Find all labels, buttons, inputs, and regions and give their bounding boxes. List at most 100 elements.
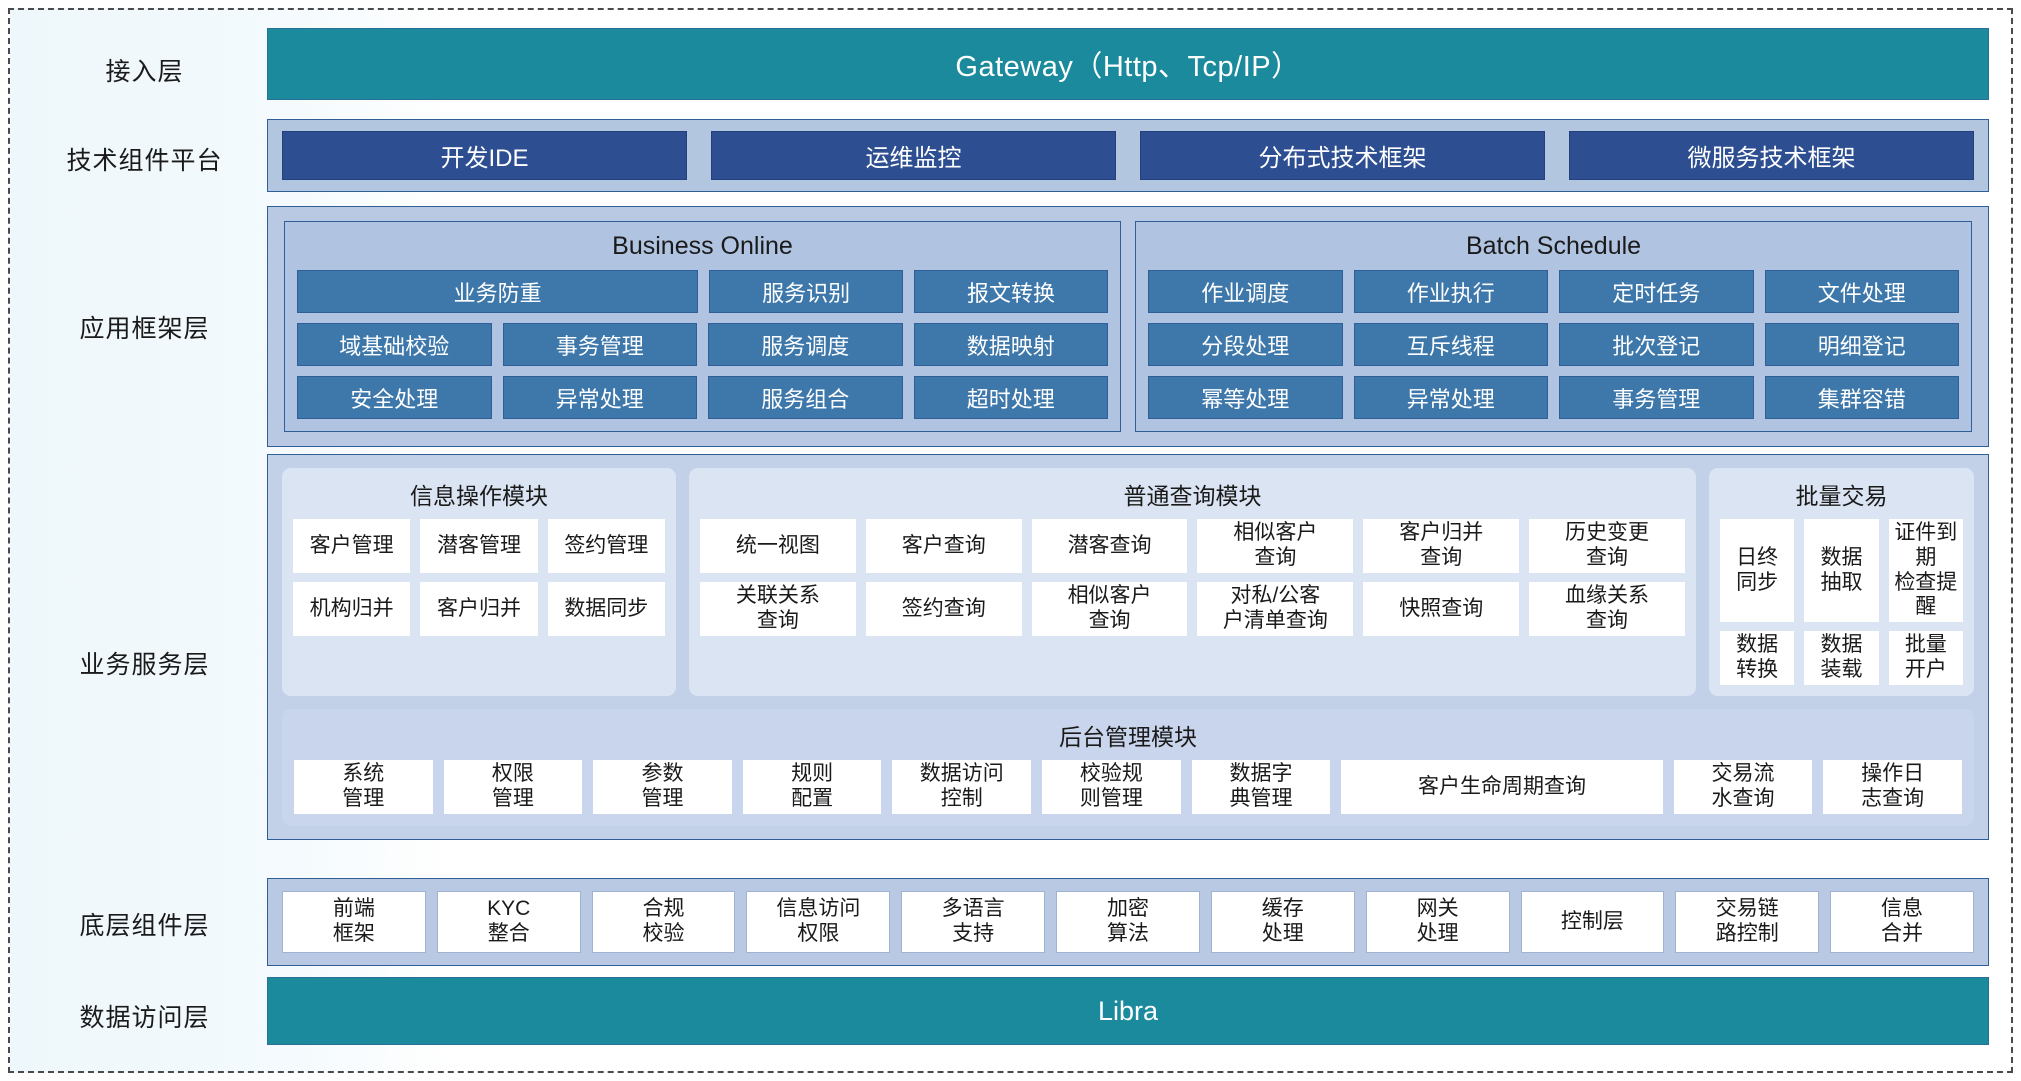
service-cell[interactable]: 批量 开户 <box>1888 631 1963 686</box>
base-component-cell[interactable]: 加密 算法 <box>1056 891 1200 953</box>
libra-bar[interactable]: Libra <box>267 977 1989 1045</box>
app-framework-cell[interactable]: 明细登记 <box>1764 323 1959 366</box>
base-component-cell[interactable]: KYC 整合 <box>436 891 581 953</box>
app-framework-cell[interactable]: 事务管理 <box>502 323 697 366</box>
service-cell[interactable]: 数据 抽取 <box>1804 519 1879 623</box>
admin-cell[interactable]: 权限 管理 <box>443 760 583 815</box>
layer-body-access: Gateway（Http、Tcp/IP） <box>267 28 1989 112</box>
app-framework-row: 作业调度作业执行定时任务文件处理 <box>1148 270 1959 313</box>
app-framework-cell[interactable]: 定时任务 <box>1559 270 1754 313</box>
app-framework-cell[interactable]: 超时处理 <box>913 376 1108 419</box>
service-cell[interactable]: 关联关系 查询 <box>700 582 856 636</box>
base-component-cell[interactable]: 前端 框架 <box>282 891 426 953</box>
admin-cell[interactable]: 交易流 水查询 <box>1673 760 1813 815</box>
base-component-cell[interactable]: 合规 校验 <box>591 891 736 953</box>
service-cell[interactable]: 数据 转换 <box>1720 631 1795 686</box>
admin-cell[interactable]: 参数 管理 <box>593 760 732 815</box>
service-cell[interactable]: 相似客户 查询 <box>1197 519 1354 573</box>
app-framework-cell[interactable]: 文件处理 <box>1764 270 1959 313</box>
app-framework-row: 业务防重服务识别报文转换 <box>297 270 1108 313</box>
app-framework-row: 幂等处理异常处理事务管理集群容错 <box>1148 376 1959 419</box>
admin-cell[interactable]: 系统 管理 <box>294 760 433 815</box>
app-framework-cell[interactable]: 异常处理 <box>1353 376 1548 419</box>
admin-cell[interactable]: 客户生命周期查询 <box>1341 760 1663 815</box>
service-cell[interactable]: 证件到期 检查提醒 <box>1888 519 1963 623</box>
gateway-bar[interactable]: Gateway（Http、Tcp/IP） <box>267 28 1989 100</box>
service-cell[interactable]: 客户归并 查询 <box>1363 519 1520 573</box>
base-component-cell[interactable]: 控制层 <box>1520 891 1665 953</box>
admin-module-title: 后台管理模块 <box>1059 724 1197 751</box>
service-cell[interactable]: 客户管理 <box>293 519 411 573</box>
layer-label-data-access: 数据访问层 <box>79 1004 210 1032</box>
service-cell[interactable]: 签约查询 <box>865 582 1022 636</box>
base-component-cell[interactable]: 信息 合并 <box>1830 891 1974 953</box>
service-cell[interactable]: 快照查询 <box>1363 582 1520 636</box>
admin-cell[interactable]: 数据字 典管理 <box>1191 760 1331 815</box>
app-framework-cell[interactable]: 集群容错 <box>1764 376 1959 419</box>
service-group-row: 统一视图客户查询潜客查询相似客户 查询客户归并 查询历史变更 查询 <box>700 519 1685 573</box>
service-cell[interactable]: 日终 同步 <box>1720 519 1795 623</box>
app-framework-cell[interactable]: 业务防重 <box>297 270 699 313</box>
app-framework-cell[interactable]: 域基础校验 <box>297 323 492 366</box>
app-framework-cell[interactable]: 批次登记 <box>1559 323 1754 366</box>
app-framework-cell[interactable]: 事务管理 <box>1559 376 1754 419</box>
layer-body-business-service: 信息操作模块客户管理潜客管理签约管理机构归并客户归并数据同步 普通查询模块统一视图… <box>267 454 1989 871</box>
app-framework-cell[interactable]: 分段处理 <box>1148 323 1343 366</box>
app-framework-cell[interactable]: 服务组合 <box>708 376 903 419</box>
service-cell[interactable]: 对私/公客 户清单查询 <box>1197 582 1354 636</box>
service-group-title-0: 信息操作模块 <box>410 483 548 509</box>
app-framework-cell[interactable]: 异常处理 <box>502 376 697 419</box>
admin-cell[interactable]: 规则 配置 <box>742 760 882 815</box>
service-cell[interactable]: 潜客查询 <box>1031 519 1188 573</box>
admin-cell[interactable]: 操作日 志查询 <box>1823 760 1962 815</box>
service-group-row: 关联关系 查询签约查询相似客户 查询对私/公客 户清单查询快照查询血缘关系 查询 <box>700 582 1685 636</box>
app-framework-rows-0: 业务防重服务识别报文转换域基础校验事务管理服务调度数据映射安全处理异常处理服务组… <box>297 270 1108 419</box>
service-group-row: 数据 转换数据 装载批量 开户 <box>1720 631 1963 686</box>
app-framework-cell[interactable]: 安全处理 <box>297 376 492 419</box>
service-cell[interactable]: 客户查询 <box>865 519 1022 573</box>
admin-cell[interactable]: 数据访问 控制 <box>892 760 1032 815</box>
service-cell[interactable]: 统一视图 <box>700 519 856 573</box>
app-framework-cell[interactable]: 服务识别 <box>709 270 904 313</box>
layer-access: 接入层 Gateway（Http、Tcp/IP） <box>22 28 1989 112</box>
service-cell[interactable]: 客户归并 <box>420 582 538 636</box>
app-framework-cell[interactable]: 报文转换 <box>914 270 1108 313</box>
service-cell[interactable]: 数据同步 <box>547 582 665 636</box>
tech-chip-2[interactable]: 分布式技术框架 <box>1140 131 1545 180</box>
service-group-row: 日终 同步数据 抽取证件到期 检查提醒 <box>1720 519 1963 623</box>
layer-label-app-framework: 应用框架层 <box>79 314 210 343</box>
business-service-panel: 信息操作模块客户管理潜客管理签约管理机构归并客户归并数据同步 普通查询模块统一视图… <box>267 454 1989 841</box>
admin-cell[interactable]: 校验规 则管理 <box>1042 760 1181 815</box>
app-framework-rows-1: 作业调度作业执行定时任务文件处理分段处理互斥线程批次登记明细登记幂等处理异常处理… <box>1148 270 1959 419</box>
layer-label-access: 接入层 <box>105 58 184 86</box>
app-framework-cell[interactable]: 作业调度 <box>1148 270 1343 313</box>
app-framework-cell[interactable]: 服务调度 <box>708 323 903 366</box>
tech-chip-3[interactable]: 微服务技术框架 <box>1569 131 1974 180</box>
app-framework-cell[interactable]: 数据映射 <box>913 323 1108 366</box>
base-component-cell[interactable]: 多语言 支持 <box>901 891 1046 953</box>
service-cell[interactable]: 血缘关系 查询 <box>1529 582 1685 636</box>
tech-chip-0[interactable]: 开发IDE <box>282 131 687 180</box>
layer-label-base-components: 底层组件层 <box>79 912 210 940</box>
service-group-row: 机构归并客户归并数据同步 <box>293 582 665 636</box>
app-framework-cell[interactable]: 互斥线程 <box>1353 323 1548 366</box>
app-framework-cell[interactable]: 幂等处理 <box>1148 376 1343 419</box>
service-cell[interactable]: 相似客户 查询 <box>1031 582 1188 636</box>
app-framework-cell[interactable]: 作业执行 <box>1353 270 1548 313</box>
base-component-cell[interactable]: 网关 处理 <box>1365 891 1510 953</box>
service-cell[interactable]: 潜客管理 <box>420 519 538 573</box>
base-component-cell[interactable]: 信息访问 权限 <box>746 891 891 953</box>
service-cell[interactable]: 数据 装载 <box>1804 631 1879 686</box>
tech-chip-1[interactable]: 运维监控 <box>711 131 1116 180</box>
service-group-title-1: 普通查询模块 <box>1123 483 1262 509</box>
app-framework-row: 安全处理异常处理服务组合超时处理 <box>297 376 1108 419</box>
service-cell[interactable]: 签约管理 <box>547 519 665 573</box>
base-component-cell[interactable]: 交易链 路控制 <box>1675 891 1820 953</box>
base-component-cell[interactable]: 缓存 处理 <box>1210 891 1355 953</box>
service-cell[interactable]: 历史变更 查询 <box>1529 519 1685 573</box>
service-cell[interactable]: 机构归并 <box>293 582 411 636</box>
